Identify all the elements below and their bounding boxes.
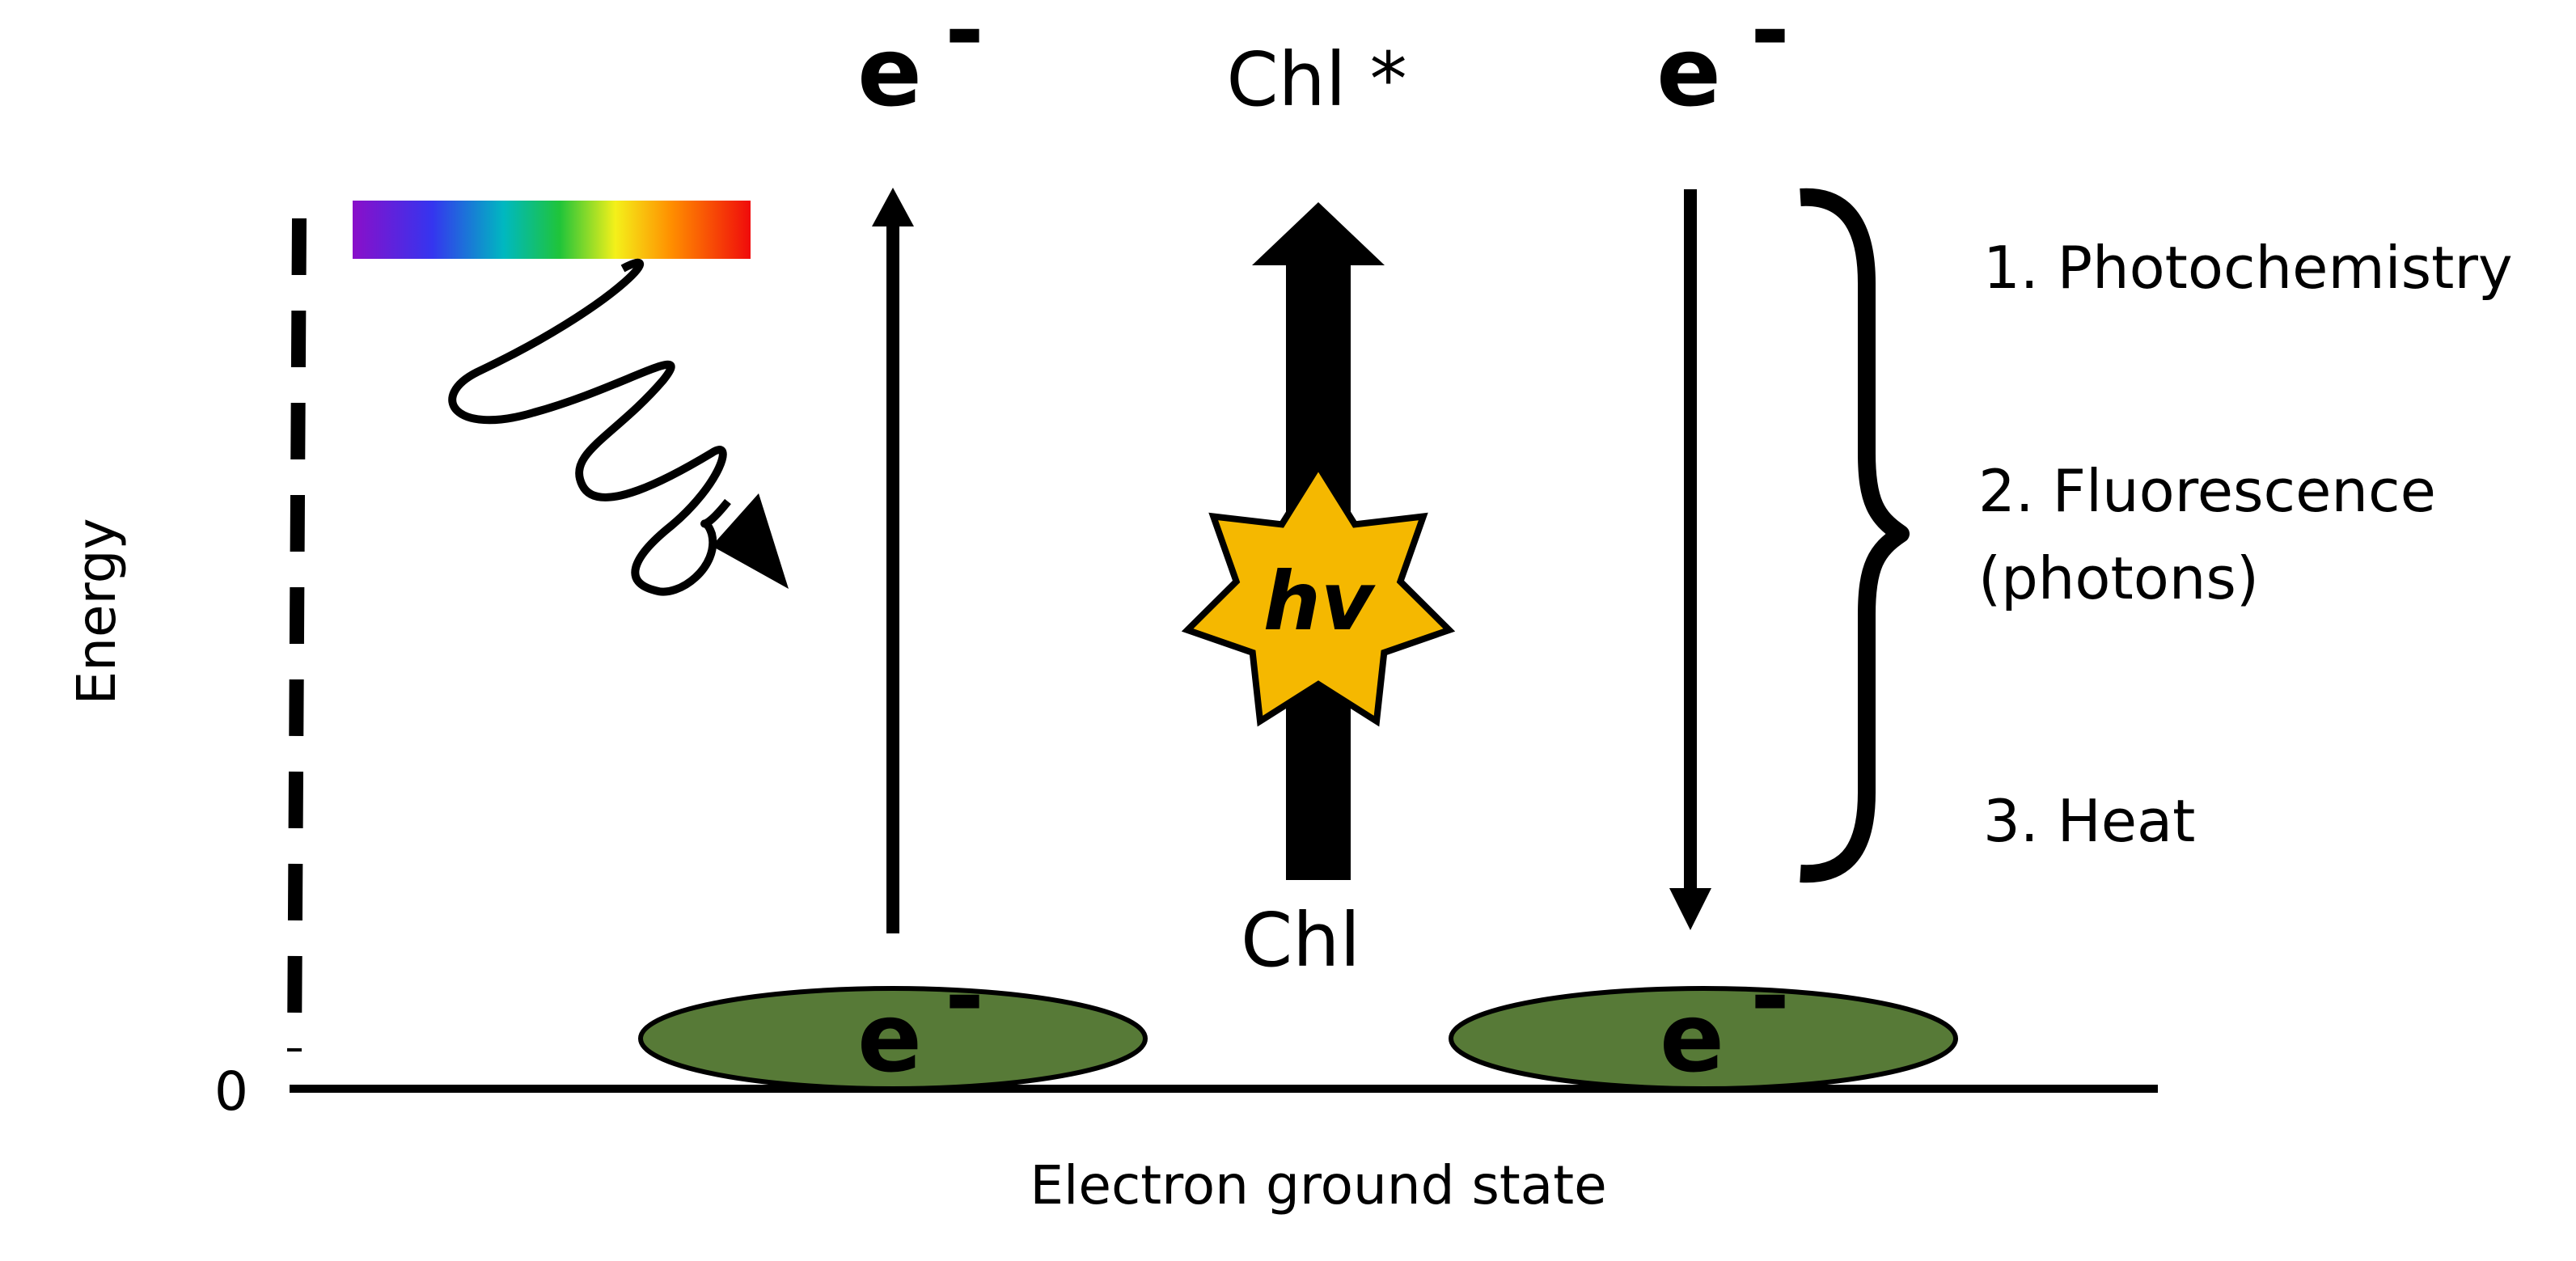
outcome-photochemistry: 1. Photochemistry — [1983, 234, 2513, 302]
star-icon — [1181, 459, 1456, 727]
outcome-fluorescence: 2. Fluorescence — [1978, 457, 2436, 525]
ground-electron-ellipse-right — [1449, 986, 1958, 1091]
excited-electron-right-charge: - — [1750, 0, 1790, 86]
ground-chlorophyll-label: Chl — [1241, 897, 1360, 984]
chl-excitation-arrowhead-icon — [1252, 202, 1385, 265]
ground-electron-ellipse-left — [638, 986, 1148, 1091]
relaxation-arrowhead-icon — [1669, 888, 1711, 930]
energy-axis-label: Energy — [66, 518, 128, 705]
ground-electron-right: e — [1660, 982, 1724, 1094]
photon-arrowhead-icon — [712, 493, 789, 589]
excited-chlorophyll-label: Chl * — [1226, 36, 1406, 123]
excited-electron-right: e — [1656, 16, 1721, 128]
ground-electron-right-charge: - — [1750, 940, 1790, 1052]
photon-label: hv — [1263, 554, 1376, 649]
energy-axis-dashed — [287, 218, 307, 1052]
x-axis-label: Electron ground state — [1030, 1154, 1606, 1217]
excitation-arrowhead-icon — [872, 188, 914, 226]
outcome-heat: 3. Heat — [1983, 787, 2195, 855]
excited-electron-left: e — [857, 16, 922, 128]
excited-electron-left-charge: - — [945, 0, 984, 86]
photon-star: hv — [1181, 459, 1456, 727]
zero-label: 0 — [214, 1060, 248, 1123]
ground-electron-left: e — [857, 982, 922, 1094]
outcome-photons: (photons) — [1978, 544, 2259, 612]
outcome-brace — [1800, 188, 1910, 883]
photon-wave-icon — [448, 258, 731, 596]
light-spectrum-bar — [353, 201, 751, 259]
ground-electron-left-charge: - — [945, 940, 984, 1052]
